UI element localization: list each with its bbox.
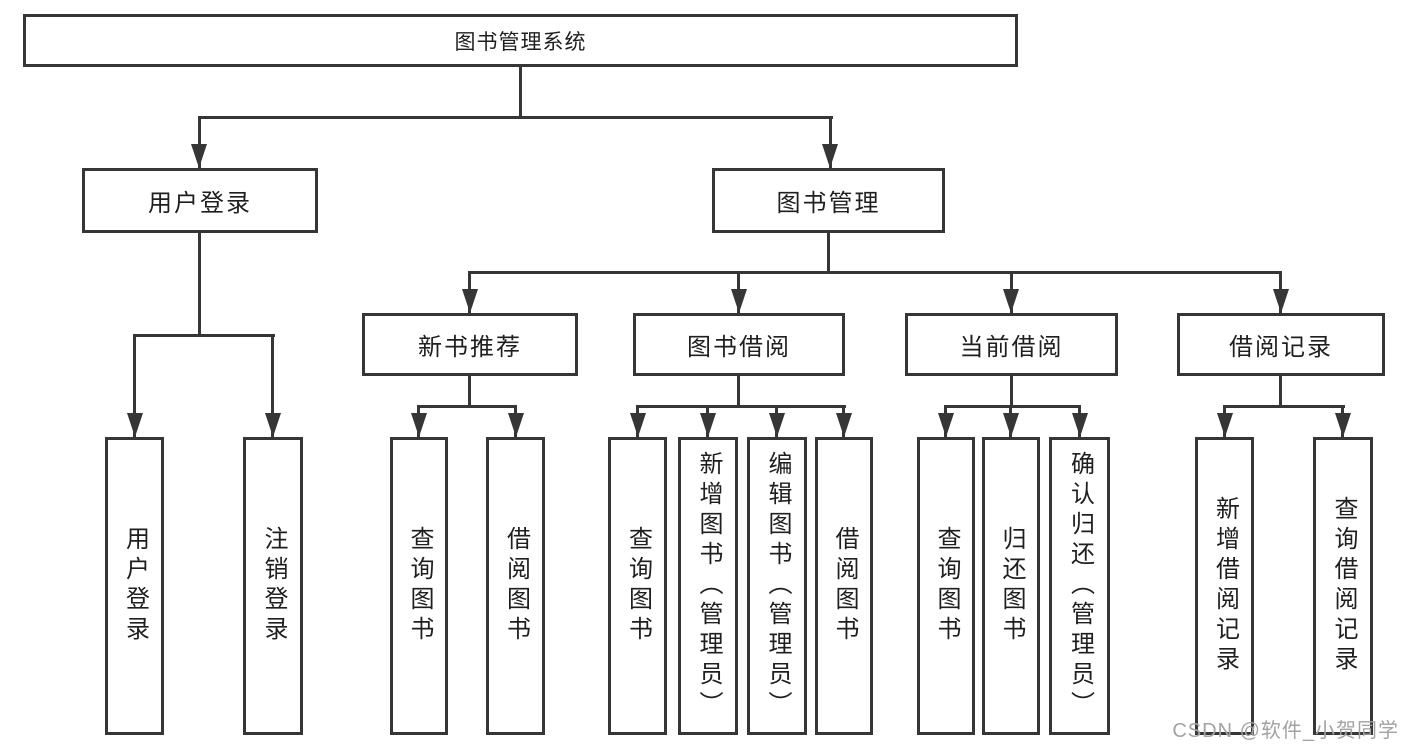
leaf-query-books: 查询图书	[390, 437, 448, 735]
node-label: 用户登录	[148, 190, 252, 217]
connector-arrow-icon	[508, 413, 524, 437]
leaf-label: 借阅图书	[831, 526, 858, 646]
leaf-query-books: 查询图书	[917, 437, 975, 735]
node-library-system: 图书管理系统	[23, 14, 1018, 67]
node-label: 借阅记录	[1229, 334, 1333, 361]
connector-arrow-icon	[769, 413, 785, 437]
connector-line	[827, 233, 830, 273]
connector-arrow-icon	[1335, 413, 1351, 437]
connector-line	[198, 118, 201, 168]
connector-line	[1010, 376, 1013, 407]
leaf-label: 查询借阅记录	[1330, 496, 1357, 676]
connector-line	[198, 233, 201, 336]
connector-arrow-icon	[822, 144, 838, 168]
connector-line	[468, 376, 471, 407]
connector-line	[198, 116, 833, 119]
leaf-query-borrow-record: 查询借阅记录	[1313, 437, 1373, 735]
connector-arrow-icon	[265, 413, 281, 437]
leaf-return-books: 归还图书	[982, 437, 1040, 735]
connector-arrow-icon	[700, 413, 716, 437]
connector-line	[636, 405, 846, 408]
leaf-add-books-admin: 新增图书（管理员）	[678, 437, 738, 735]
connector-arrow-icon	[630, 413, 646, 437]
leaf-logout-login: 注销登录	[243, 437, 303, 735]
leaf-label: 新增借阅记录	[1211, 496, 1239, 676]
node-label: 图书借阅	[687, 334, 791, 361]
leaf-label: 查询图书	[406, 526, 433, 646]
leaf-borrow-books: 借阅图书	[815, 437, 873, 735]
connector-arrow-icon	[938, 413, 954, 437]
connector-arrow-icon	[1217, 413, 1233, 437]
connector-arrow-icon	[836, 413, 852, 437]
leaf-add-borrow-record: 新增借阅记录	[1195, 437, 1254, 735]
leaf-confirm-return-admin: 确认归还（管理员）	[1049, 437, 1110, 735]
node-user-login: 用户登录	[82, 168, 318, 233]
node-book-borrowing: 图书借阅	[633, 313, 845, 376]
connector-line	[417, 405, 517, 408]
leaf-label: 查询图书	[624, 526, 652, 646]
connector-line	[519, 67, 522, 118]
connector-line	[133, 334, 275, 337]
node-label: 新书推荐	[418, 334, 522, 361]
node-borrowing-records: 借阅记录	[1177, 313, 1385, 376]
connector-arrow-icon	[731, 289, 747, 313]
node-current-borrowing: 当前借阅	[905, 313, 1118, 376]
connector-line	[133, 336, 136, 437]
connector-arrow-icon	[1072, 413, 1088, 437]
connector-arrow-icon	[1003, 413, 1019, 437]
connector-arrow-icon	[127, 413, 143, 437]
connector-line	[271, 336, 274, 437]
leaf-edit-books-admin: 编辑图书（管理员）	[747, 437, 807, 735]
node-label: 图书管理系统	[454, 30, 587, 54]
node-label: 图书管理	[776, 190, 881, 217]
connector-arrow-icon	[1273, 289, 1289, 313]
leaf-user-login: 用户登录	[105, 437, 164, 735]
leaf-label: 借阅图书	[502, 526, 530, 646]
node-new-book-recommend: 新书推荐	[362, 313, 578, 376]
leaf-label: 编辑图书（管理员）	[764, 451, 791, 721]
leaf-label: 新增图书（管理员）	[695, 451, 722, 721]
connector-line	[829, 118, 832, 168]
leaf-query-books: 查询图书	[608, 437, 667, 735]
connector-arrow-icon	[411, 413, 427, 437]
leaf-borrow-books: 借阅图书	[486, 437, 545, 735]
leaf-label: 用户登录	[121, 526, 149, 646]
connector-line	[468, 271, 1282, 274]
leaf-label: 查询图书	[933, 526, 960, 646]
connector-line	[1223, 405, 1345, 408]
leaf-label: 归还图书	[998, 526, 1025, 646]
leaf-label: 注销登录	[260, 526, 287, 646]
connector-line	[944, 405, 1081, 408]
connector-arrow-icon	[191, 144, 207, 168]
connector-arrow-icon	[462, 289, 478, 313]
connector-line	[1279, 376, 1282, 407]
connector-line	[737, 376, 740, 407]
node-book-management: 图书管理	[712, 168, 945, 233]
watermark: CSDN @软件_小贺同学	[1172, 720, 1399, 742]
connector-arrow-icon	[1003, 289, 1019, 313]
node-label: 当前借阅	[959, 334, 1064, 361]
leaf-label: 确认归还（管理员）	[1066, 451, 1094, 721]
